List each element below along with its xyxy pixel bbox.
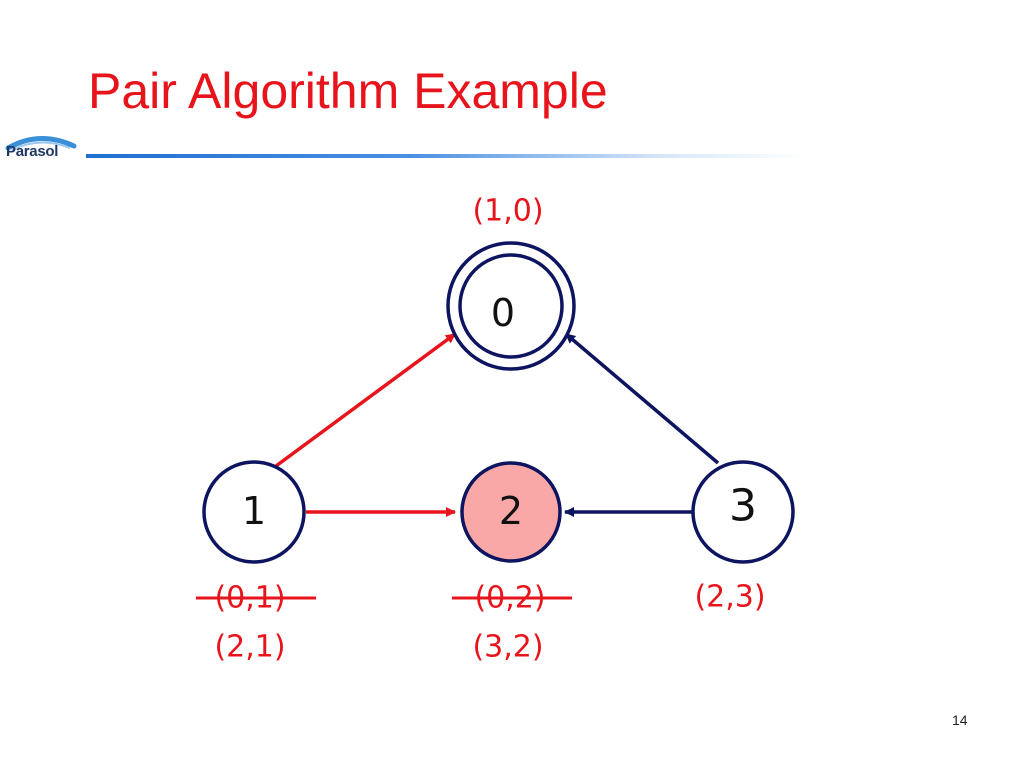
node-1: 1 xyxy=(202,460,306,564)
node-2: 2 xyxy=(460,461,562,563)
edge-3-to-0 xyxy=(564,332,720,465)
node-1-label: 1 xyxy=(242,489,266,533)
title-underline xyxy=(86,154,806,158)
parasol-logo xyxy=(5,135,77,151)
node-3: 3 xyxy=(691,460,795,564)
pair-node-0: (1,0) xyxy=(472,194,543,229)
page-number: 14 xyxy=(952,712,968,728)
pair-node-2: (3,2) xyxy=(472,630,543,665)
node-2-label: 2 xyxy=(499,489,523,533)
pair-node-1: (2,1) xyxy=(214,630,285,665)
node-0: 0 xyxy=(446,241,576,371)
node-3-label: 3 xyxy=(729,481,757,532)
pair-node-3: (2,3) xyxy=(694,580,765,615)
node-0-label: 0 xyxy=(491,291,515,335)
edge-1-to-0 xyxy=(274,332,457,468)
logo-text: Parasol xyxy=(6,143,59,160)
slide-title: Pair Algorithm Example xyxy=(88,63,608,119)
